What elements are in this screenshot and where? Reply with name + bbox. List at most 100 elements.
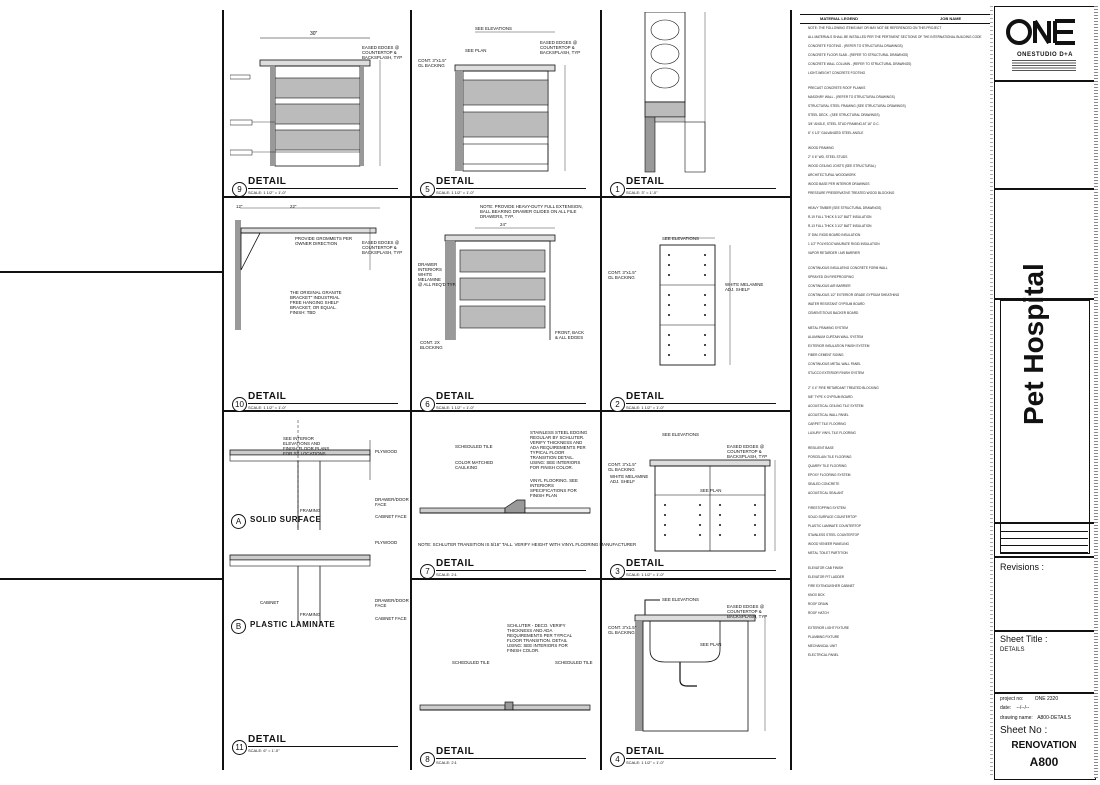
detail-7-title: DETAIL <box>436 558 475 569</box>
legend-item: MECHANICAL UNIT <box>808 644 838 648</box>
detail-10-title: DETAIL <box>248 391 287 402</box>
legend-item: QUARRY TILE FLOORING <box>808 464 847 468</box>
legend-item: LIGHT-WEIGHT CONCRETE FOOTING <box>808 71 866 75</box>
detail-6-dim-24: 24" <box>500 222 507 227</box>
sheet-no-label: Sheet No : <box>1000 725 1048 736</box>
project-name: Pet Hospital <box>1018 263 1049 425</box>
detail-8-drawing <box>419 701 591 711</box>
detail-1-scale: SCALE: 3" = 1'-0" <box>626 190 658 195</box>
revisions-label: Revisions : <box>1000 562 1045 572</box>
legend-item: PORCELAIN TILE FLOORING <box>808 455 852 459</box>
legend-item: 5/8" TYPE X GYPSUM BOARD <box>808 395 853 399</box>
detail-6-scale: SCALE: 1 1/2" = 1'-0" <box>436 405 475 410</box>
detail-b-drawer-face: DRAWER/DOOR FACE <box>375 598 409 608</box>
project-name-box <box>1000 300 1090 554</box>
detail-11-scale: SCALE: 6" = 1'-0" <box>248 748 280 753</box>
detail-5-bubble: 5 <box>420 182 435 197</box>
legend-item: FIRESTOPPING SYSTEM <box>808 506 846 510</box>
sheet-no-line2: A800 <box>1029 755 1059 769</box>
legend-item: ALL MATERIALS SHALL BE INSTALLED PER THE… <box>808 35 982 39</box>
detail-4-scale: SCALE: 1 1/2" = 1'-0" <box>626 760 665 765</box>
sheet-title-label: Sheet Title : <box>1000 634 1048 644</box>
detail-3-white-melamine: WHITE MELAMINE ADJ. SHELF <box>610 474 649 484</box>
detail-a-see-interior: SEE INTERIOR ELEVATIONS AND FINISH FLOOR… <box>283 436 330 456</box>
detail-4-see-elevations: SEE ELEVATIONS <box>662 597 699 602</box>
detail-2-see-elevations: SEE ELEVATIONS <box>662 236 699 241</box>
project-no-value: ONE 2320 <box>1034 696 1059 702</box>
legend-item: ALUMINUM CURTAIN WALL SYSTEM <box>808 335 864 339</box>
detail-5-see-plan: SEE PLAN <box>465 48 487 53</box>
detail-1-title: DETAIL <box>626 176 665 187</box>
legend-item: FIBER CEMENT SIDING <box>808 353 844 357</box>
detail-2-scale: SCALE: 1 1/2" = 1'-0" <box>626 405 665 410</box>
legend-item: 3/4" ANGLE, STEEL STUD FRAMING AT 16" O.… <box>808 122 880 126</box>
detail-8-scheduled-tile-left: SCHEDULED TILE <box>452 660 490 665</box>
detail-a-label: SOLID SURFACE <box>250 515 322 524</box>
detail-7-vinyl-flooring: VINYL FLOORING. SEE INTERIORS SPECIFICAT… <box>530 478 578 498</box>
detail-5-scale: SCALE: 1 1/2" = 1'-0" <box>436 190 475 195</box>
legend-item: EXTERIOR LIGHT FIXTURE <box>808 626 850 630</box>
legend-item: WATER RESISTANT GYPSUM BOARD <box>808 302 865 306</box>
detail-9-bubble: 9 <box>232 182 247 197</box>
detail-2-bubble: 2 <box>610 397 625 412</box>
legend-item: 1 1/2" POLYISOCYANURATE RIGID INSULATION <box>808 242 880 246</box>
legend-item: STEEL DECK - (SEE STRUCTURAL DRAWINGS) <box>808 113 880 117</box>
legend-header: MATERIAL LEGEND JOB NAME <box>800 14 990 24</box>
detail-4-title: DETAIL <box>626 746 665 757</box>
fine-print-strip-left <box>990 6 993 778</box>
legend-item: EPOXY FLOORING SYSTEM <box>808 473 851 477</box>
legend-item: WOOD VENEER PANELING <box>808 542 850 546</box>
legend-item: ARCHITECTURAL WOODWORK <box>808 173 856 177</box>
detail-1-drawing <box>644 12 706 173</box>
detail-a-framing: FRAMING <box>300 508 321 513</box>
detail-10-grommets-note: PROVIDE GROMMETS PER OWNER DIRECTION <box>295 236 353 246</box>
legend-item: NOTE: THE FOLLOWING ITEMS MAY OR MAY NOT… <box>808 26 942 30</box>
detail-b-framing: FRAMING <box>300 612 321 617</box>
legend-item: PLASTIC LAMINATE COUNTERTOP <box>808 524 861 528</box>
drawing-name-label: drawing name: <box>1000 715 1033 721</box>
legend-item: CARPET TILE FLOORING <box>808 422 846 426</box>
grid-row-line-2 <box>222 410 790 412</box>
detail-8-schluter-deco: SCHLUTER - DECO. VERIFY THICKNESS AND AD… <box>507 623 573 653</box>
detail-b-plywood: PLYWOOD <box>375 540 398 545</box>
detail-3-bubble: 3 <box>610 564 625 579</box>
legend-item: CONTINUOUS 1/2" EXTERIOR GRADE GYPSUM SH… <box>808 293 900 297</box>
drawing-name-value: A800-DETAILS <box>1037 715 1071 721</box>
legend-item: R-13 FULL THICK 3 1/2" BATT INSULATION <box>808 224 872 228</box>
detail-10-granite-note: THE ORIGINAL GRANITE BRACKET" INDUSTRIAL… <box>290 290 342 315</box>
detail-b-label: PLASTIC LAMINATE <box>250 620 336 629</box>
sheet-title: DETAILS <box>1000 647 1025 653</box>
firm-logo-icon <box>1006 19 1075 45</box>
detail-9-scale: SCALE: 1 1/2" = 1'-0" <box>248 190 287 195</box>
legend-item: ROOF DRAIN <box>808 602 829 606</box>
legend-item: VAPOR RETARDER / AIR BARRIER <box>808 251 860 255</box>
detail-10-bubble: 10 <box>232 397 247 412</box>
detail-a-drawing <box>229 420 371 530</box>
detail-8-scheduled-tile-right: SCHEDULED TILE <box>555 660 593 665</box>
detail-7-color-matched: COLOR MATCHED CAULKING <box>455 460 494 470</box>
grid-row-line-1 <box>222 196 790 198</box>
grid-col-line-1 <box>222 10 224 770</box>
legend-item: METAL TOILET PARTITION <box>808 551 848 555</box>
grid-col-line-3 <box>600 10 602 770</box>
legend-item: CONTINUOUS METAL WALL PANEL <box>808 362 862 366</box>
legend-item: WOOD FRAMING <box>808 146 834 150</box>
legend-item: ELECTRICAL PANEL <box>808 653 839 657</box>
legend-item: 6" X 1/2" GALVANIZED STEEL ANGLE <box>808 131 864 135</box>
detail-5-see-elevations: SEE ELEVATIONS <box>475 26 512 31</box>
detail-6-title: DETAIL <box>436 391 475 402</box>
legend-item: ACOUSTICAL CEILING TILE SYSTEM <box>808 404 864 408</box>
legend-item: STAINLESS STEEL COUNTERTOP <box>808 533 860 537</box>
legend-item: WOOD CEILING JOISTS (SEE STRUCTURAL) <box>808 164 876 168</box>
legend-item: MASONRY WALL - (REFER TO STRUCTURAL DRAW… <box>808 95 895 99</box>
legend-item: STUCCO EXTERIOR FINISH SYSTEM <box>808 371 864 375</box>
grid-row-line-3 <box>410 578 790 580</box>
legend-item: CONTINUOUS INSULATING CONCRETE FORM WALL <box>808 266 888 270</box>
legend-item: PLUMBING FIXTURE <box>808 635 840 639</box>
detail-3-see-elevations: SEE ELEVATIONS <box>662 432 699 437</box>
legend-item: SOLID SURFACE COUNTERTOP <box>808 515 857 519</box>
detail-3-title: DETAIL <box>626 558 665 569</box>
detail-5-gl-backing: CONT. 3"x1.5" GL BACKING <box>418 58 447 68</box>
firm-address-block <box>1012 60 1076 72</box>
